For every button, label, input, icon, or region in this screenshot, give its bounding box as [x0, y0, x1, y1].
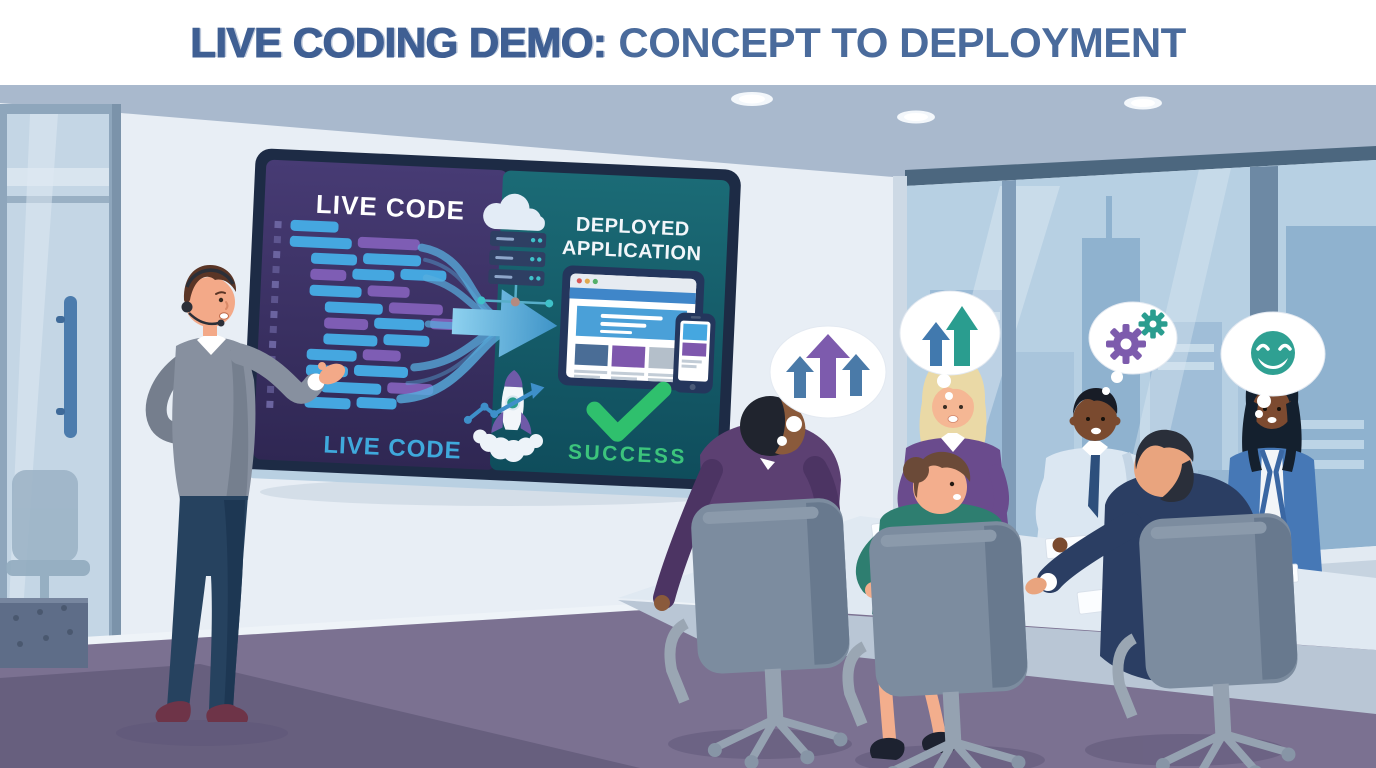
door-kick-panel — [0, 598, 88, 668]
thought-bubble-gears — [1088, 301, 1178, 395]
success-check-icon — [586, 381, 672, 442]
screen-bottom-caption: LIVE CODE — [323, 431, 462, 464]
thought-bubble-rising-arrows — [899, 290, 1001, 400]
thought-bubble-smiley — [1220, 311, 1326, 418]
presenter-shoe — [206, 704, 249, 722]
ceiling-lights — [731, 92, 1162, 124]
presenter — [145, 265, 346, 722]
title-emphasis: LIVE CODING DEMO: — [190, 18, 608, 66]
smiley-face-icon — [1251, 331, 1295, 375]
necktie — [1088, 455, 1100, 518]
rocket-launch-icon — [473, 369, 543, 462]
title-banner: LIVE CODING DEMO: CONCEPT TO DEPLOYMENT — [0, 0, 1376, 85]
deploy-arrow-icon — [451, 289, 558, 358]
door-handle — [64, 296, 77, 438]
glass-door — [0, 104, 121, 664]
smartphone-mockup — [672, 312, 716, 394]
screen-left-heading: LIVE CODE — [315, 189, 465, 226]
up-arrows-icon — [786, 334, 870, 398]
gears-icon — [1106, 309, 1168, 364]
window-header — [905, 146, 1376, 186]
ceiling — [0, 85, 1376, 178]
presenter-shoe — [155, 701, 191, 722]
office-chair-silhouette — [6, 470, 90, 651]
presentation-screen: LIVE CODE DEPLOYED APPLICATION SUCCESS L… — [242, 148, 741, 500]
growth-chart-icon — [463, 382, 545, 424]
headset-icon — [181, 268, 235, 327]
success-label: SUCCESS — [567, 440, 687, 468]
presenter-collar — [197, 334, 226, 355]
presenter-pointing-hand — [318, 363, 346, 385]
rising-arrows-icon — [922, 306, 978, 366]
browser-mockup — [558, 265, 705, 391]
thought-bubble-up-arrows — [769, 325, 887, 446]
screen-right-heading-line1: DEPLOYED — [575, 214, 690, 241]
title-rest: CONCEPT TO DEPLOYMENT — [618, 18, 1186, 66]
cloud-server-icon — [477, 193, 554, 308]
